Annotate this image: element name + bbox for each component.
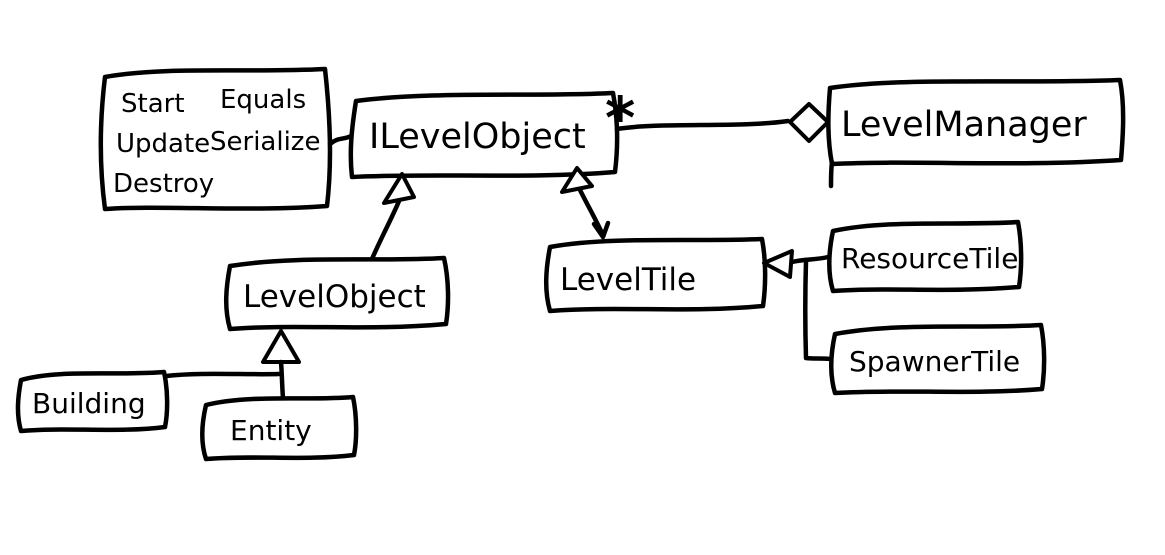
- aggregation-diamond: [788, 102, 830, 143]
- building-box: [15, 369, 170, 434]
- spawnertile-box: [829, 322, 1047, 396]
- entity-box: [200, 394, 359, 462]
- methods-note-serialize: Serialize: [210, 127, 320, 157]
- note-connector-line: [327, 133, 354, 147]
- leveltile-line-end-tick: [591, 220, 611, 240]
- levelobject-box: [223, 255, 451, 332]
- entity-label: Entity: [230, 414, 312, 447]
- methods-note-destroy: Destroy: [113, 169, 214, 199]
- ilevelobject-box: [348, 90, 620, 180]
- leveltile-label: LevelTile: [560, 262, 696, 298]
- aggregation-line: [614, 118, 791, 132]
- leveltile-box: [543, 236, 768, 314]
- methods-note-update: Update: [116, 129, 210, 159]
- leveltile-inheritance-arrowhead: [560, 166, 594, 194]
- levelobject-inheritance-line: [369, 198, 402, 262]
- resourcetile-line: [789, 254, 831, 265]
- levelmanager-label: LevelManager: [841, 105, 1087, 145]
- resourcetile-box: [827, 219, 1024, 294]
- levelobject-inheritance-arrowhead: [382, 172, 416, 205]
- building-label: Building: [32, 387, 146, 420]
- methods-note-box: [98, 66, 333, 212]
- leveltile-inheritance-line: [577, 187, 605, 236]
- leveltile-subclass-arrowhead: [762, 249, 794, 279]
- levelmanager-corner-overshoot: [828, 159, 835, 189]
- entity-line: [278, 359, 286, 401]
- building-line: [163, 371, 282, 379]
- levelobject-subclass-arrowhead: [261, 329, 301, 364]
- spawnertile-line: [803, 258, 833, 362]
- ilevelobject-label: ILevelObject: [369, 117, 586, 157]
- resourcetile-label: ResourceTile: [841, 242, 1018, 275]
- aggregation-multiplicity-label: *: [605, 84, 635, 152]
- methods-note-start: Start: [121, 89, 185, 119]
- levelobject-label: LevelObject: [243, 279, 426, 315]
- spawnertile-label: SpawnerTile: [849, 345, 1020, 378]
- methods-note-equals: Equals: [220, 85, 306, 115]
